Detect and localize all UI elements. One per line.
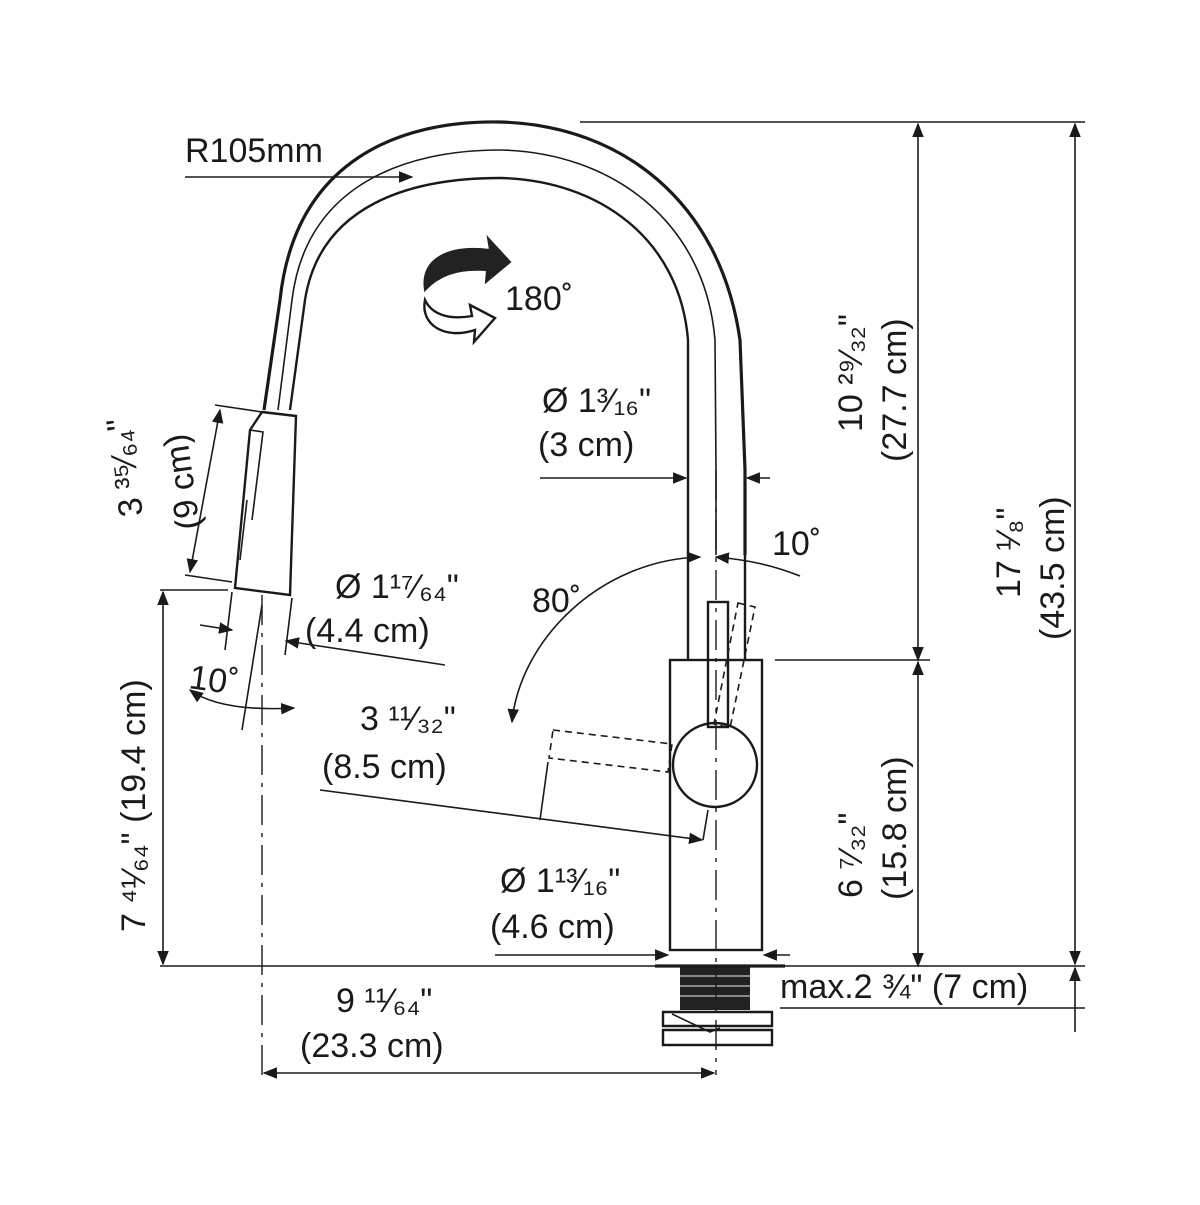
- upper-height-cm-label: (27.7 cm): [876, 318, 914, 462]
- spout-inner: [288, 176, 690, 555]
- mounting-nut: [661, 1010, 774, 1028]
- handle-swung: [548, 729, 673, 773]
- spray-length-cm-label: (9 cm): [157, 431, 208, 532]
- spout-height-label: 7 ⁴¹⁄₆₄" (19.4 cm): [115, 679, 153, 932]
- faucet-body: [668, 658, 764, 952]
- handle-swing-label: 80˚: [532, 582, 581, 620]
- spout-diameter-label: Ø 1³⁄₁₆": [542, 382, 651, 420]
- center-lines: [261, 470, 717, 1075]
- reach-label: 9 ¹¹⁄₆₄": [336, 982, 432, 1020]
- deck-max-label: max.2 ¾" (7 cm): [780, 968, 1028, 1006]
- spray-tilt-label: 10˚: [187, 658, 241, 702]
- spray-diameter-label: Ø 1¹⁷⁄₆₄": [335, 568, 459, 606]
- base-diameter-label: Ø 1¹³⁄₁₆": [500, 862, 620, 900]
- dimension-labels: R105mm 180˚ Ø 1³⁄₁₆" (3 cm) 10˚ 80˚ Ø 1¹…: [99, 132, 1072, 1065]
- handle-knob: [671, 721, 759, 809]
- handle-length-cm-label: (8.5 cm): [322, 748, 447, 786]
- spout-middle-line: [277, 149, 717, 555]
- base-shank: [680, 966, 750, 1010]
- upper-height-label: 10 ²⁹⁄₃₂": [832, 314, 870, 432]
- reach-cm-label: (23.3 cm): [300, 1027, 444, 1065]
- body-height-label: 6 ⁷⁄₃₂": [832, 813, 870, 898]
- body-height-cm-label: (15.8 cm): [876, 756, 914, 900]
- handle-lever-tilted: [713, 602, 756, 729]
- spray-diameter-cm-label: (4.4 cm): [305, 612, 430, 650]
- total-height-cm-label: (43.5 cm): [1034, 496, 1072, 640]
- spout-outer: [262, 120, 747, 555]
- spray-length-label: 3 ³⁵⁄₆₄": [99, 416, 150, 519]
- handle-length-label: 3 ¹¹⁄₃₂": [360, 700, 456, 738]
- handle-tilt-label: 10˚: [772, 525, 821, 563]
- spray-head: [233, 410, 298, 597]
- handle-lever: [706, 600, 730, 729]
- rotation-label: 180˚: [505, 280, 573, 318]
- spout-diameter-cm-label: (3 cm): [538, 426, 634, 464]
- base-diameter-cm-label: (4.6 cm): [490, 908, 615, 946]
- total-height-label: 17 ¹⁄₈": [990, 508, 1028, 598]
- faucet-outline: [233, 120, 785, 1047]
- rotation-arrow-icon: [423, 234, 512, 346]
- radius-label: R105mm: [185, 132, 323, 170]
- dimension-lines: [157, 121, 1085, 1079]
